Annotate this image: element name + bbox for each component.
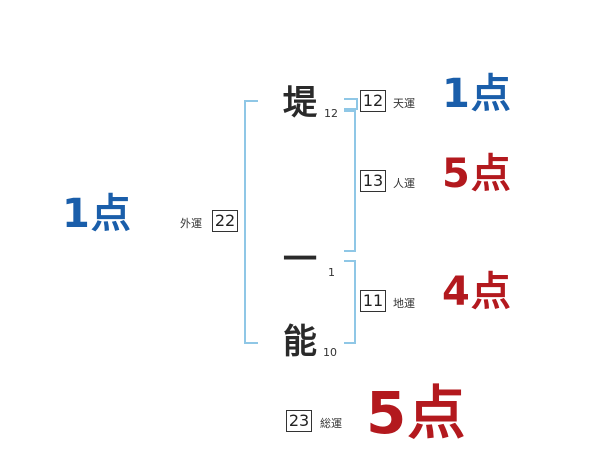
sou-label: 総運 (320, 417, 342, 430)
name-char-2: 一 (283, 240, 317, 280)
jin-bracket (344, 110, 356, 252)
name-char-3-strokes: 10 (323, 346, 337, 359)
name-char-2-strokes: 1 (328, 266, 335, 279)
chi-number: 11 (360, 290, 386, 312)
jin-number: 13 (360, 170, 386, 192)
gai-label: 外運 (180, 217, 202, 230)
chi-label: 地運 (393, 297, 415, 310)
chi-score: 4点 (442, 269, 512, 315)
ten-number: 12 (360, 90, 386, 112)
jin-score: 5点 (442, 151, 512, 197)
name-char-1-strokes: 12 (324, 107, 338, 120)
jin-label: 人運 (393, 177, 415, 190)
ten-score: 1点 (442, 71, 512, 117)
gai-number: 22 (212, 210, 238, 232)
name-char-3: 能 (283, 322, 317, 362)
ten-label: 天運 (393, 97, 415, 110)
sou-number: 23 (286, 410, 312, 432)
chi-bracket (344, 260, 356, 344)
name-char-1: 堤 (283, 83, 317, 123)
sou-score: 5点 (366, 379, 467, 447)
outer-bracket (244, 100, 258, 344)
ten-bracket (344, 98, 358, 110)
gai-score: 1点 (62, 191, 132, 237)
